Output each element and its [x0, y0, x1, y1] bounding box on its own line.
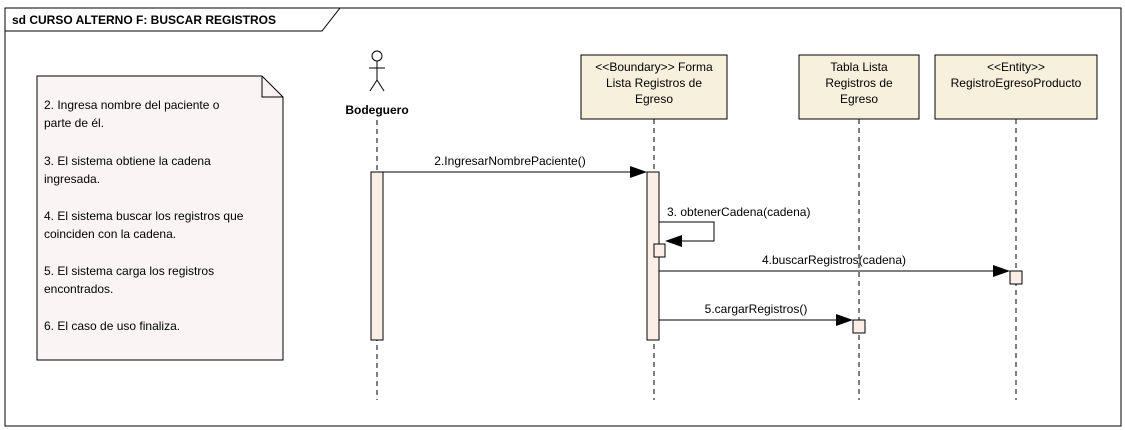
boundary-lifeline: <<Boundary>> Forma Lista Registros de Eg… — [580, 54, 728, 400]
note-line: 6. El caso de uso finaliza. — [44, 319, 180, 333]
message-label: 3. obtenerCadena(cadena) — [667, 205, 810, 219]
note-box — [36, 75, 284, 361]
message-obtener-cadena: 3. obtenerCadena(cadena) — [659, 205, 810, 247]
actor-lifeline: Bodeguero — [345, 50, 409, 400]
entity-activation — [1009, 270, 1023, 285]
arrowhead-icon — [630, 166, 647, 178]
table-lifeline: Tabla Lista Registros de Egreso — [798, 54, 920, 400]
actor-stick-figure-icon — [369, 50, 385, 92]
note-line: parte de él. — [44, 116, 104, 130]
boundary-label: <<Boundary>> Forma — [595, 60, 713, 74]
message-cargar-registros: 5.cargarRegistros() — [659, 302, 853, 326]
boundary-label: Egreso — [635, 92, 673, 106]
note-fold — [261, 76, 283, 98]
message-label: 2.IngresarNombrePaciente() — [434, 154, 585, 168]
arrowhead-icon — [993, 265, 1010, 277]
note-line: 5. El sistema carga los registros — [44, 264, 214, 278]
note-line: encontrados. — [44, 282, 113, 296]
message-line — [659, 221, 715, 242]
actor-activation — [370, 171, 384, 341]
frame-title: sd CURSO ALTERNO F: BUSCAR REGISTROS — [12, 13, 276, 27]
entity-label: <<Entity>> — [987, 60, 1045, 74]
message-ingresar-nombre-paciente: 2.IngresarNombrePaciente() — [383, 154, 647, 178]
note-line: 2. Ingresa nombre del paciente o — [44, 98, 220, 112]
boundary-box — [580, 54, 728, 120]
arrowhead-icon — [836, 314, 853, 326]
note: 2. Ingresa nombre del paciente o parte d… — [36, 75, 284, 361]
message-buscar-registros: 4.buscarRegistros(cadena) — [659, 253, 1010, 277]
entity-label: RegistroEgresoProducto — [951, 76, 1082, 90]
diagram-frame — [4, 7, 1122, 427]
message-label: 4.buscarRegistros(cadena) — [762, 253, 906, 267]
message-label: 5.cargarRegistros() — [705, 302, 808, 316]
actor-name: Bodeguero — [345, 103, 408, 117]
note-line: coinciden con la cadena. — [44, 227, 176, 241]
entity-box — [934, 54, 1098, 120]
table-label: Registros de — [825, 76, 893, 90]
table-box — [798, 54, 920, 120]
arrowhead-icon — [665, 235, 682, 247]
table-label: Tabla Lista — [830, 60, 888, 74]
boundary-label: Lista Registros de — [606, 76, 702, 90]
boundary-self-activation — [653, 243, 666, 258]
frame-title-tab — [4, 7, 342, 32]
entity-lifeline: <<Entity>> RegistroEgresoProducto — [934, 54, 1098, 400]
table-activation — [852, 319, 866, 334]
note-line: ingresada. — [44, 172, 100, 186]
note-line: 4. El sistema buscar los registros que — [44, 209, 244, 223]
note-line: 3. El sistema obtiene la cadena — [44, 154, 211, 168]
table-label: Egreso — [840, 92, 878, 106]
